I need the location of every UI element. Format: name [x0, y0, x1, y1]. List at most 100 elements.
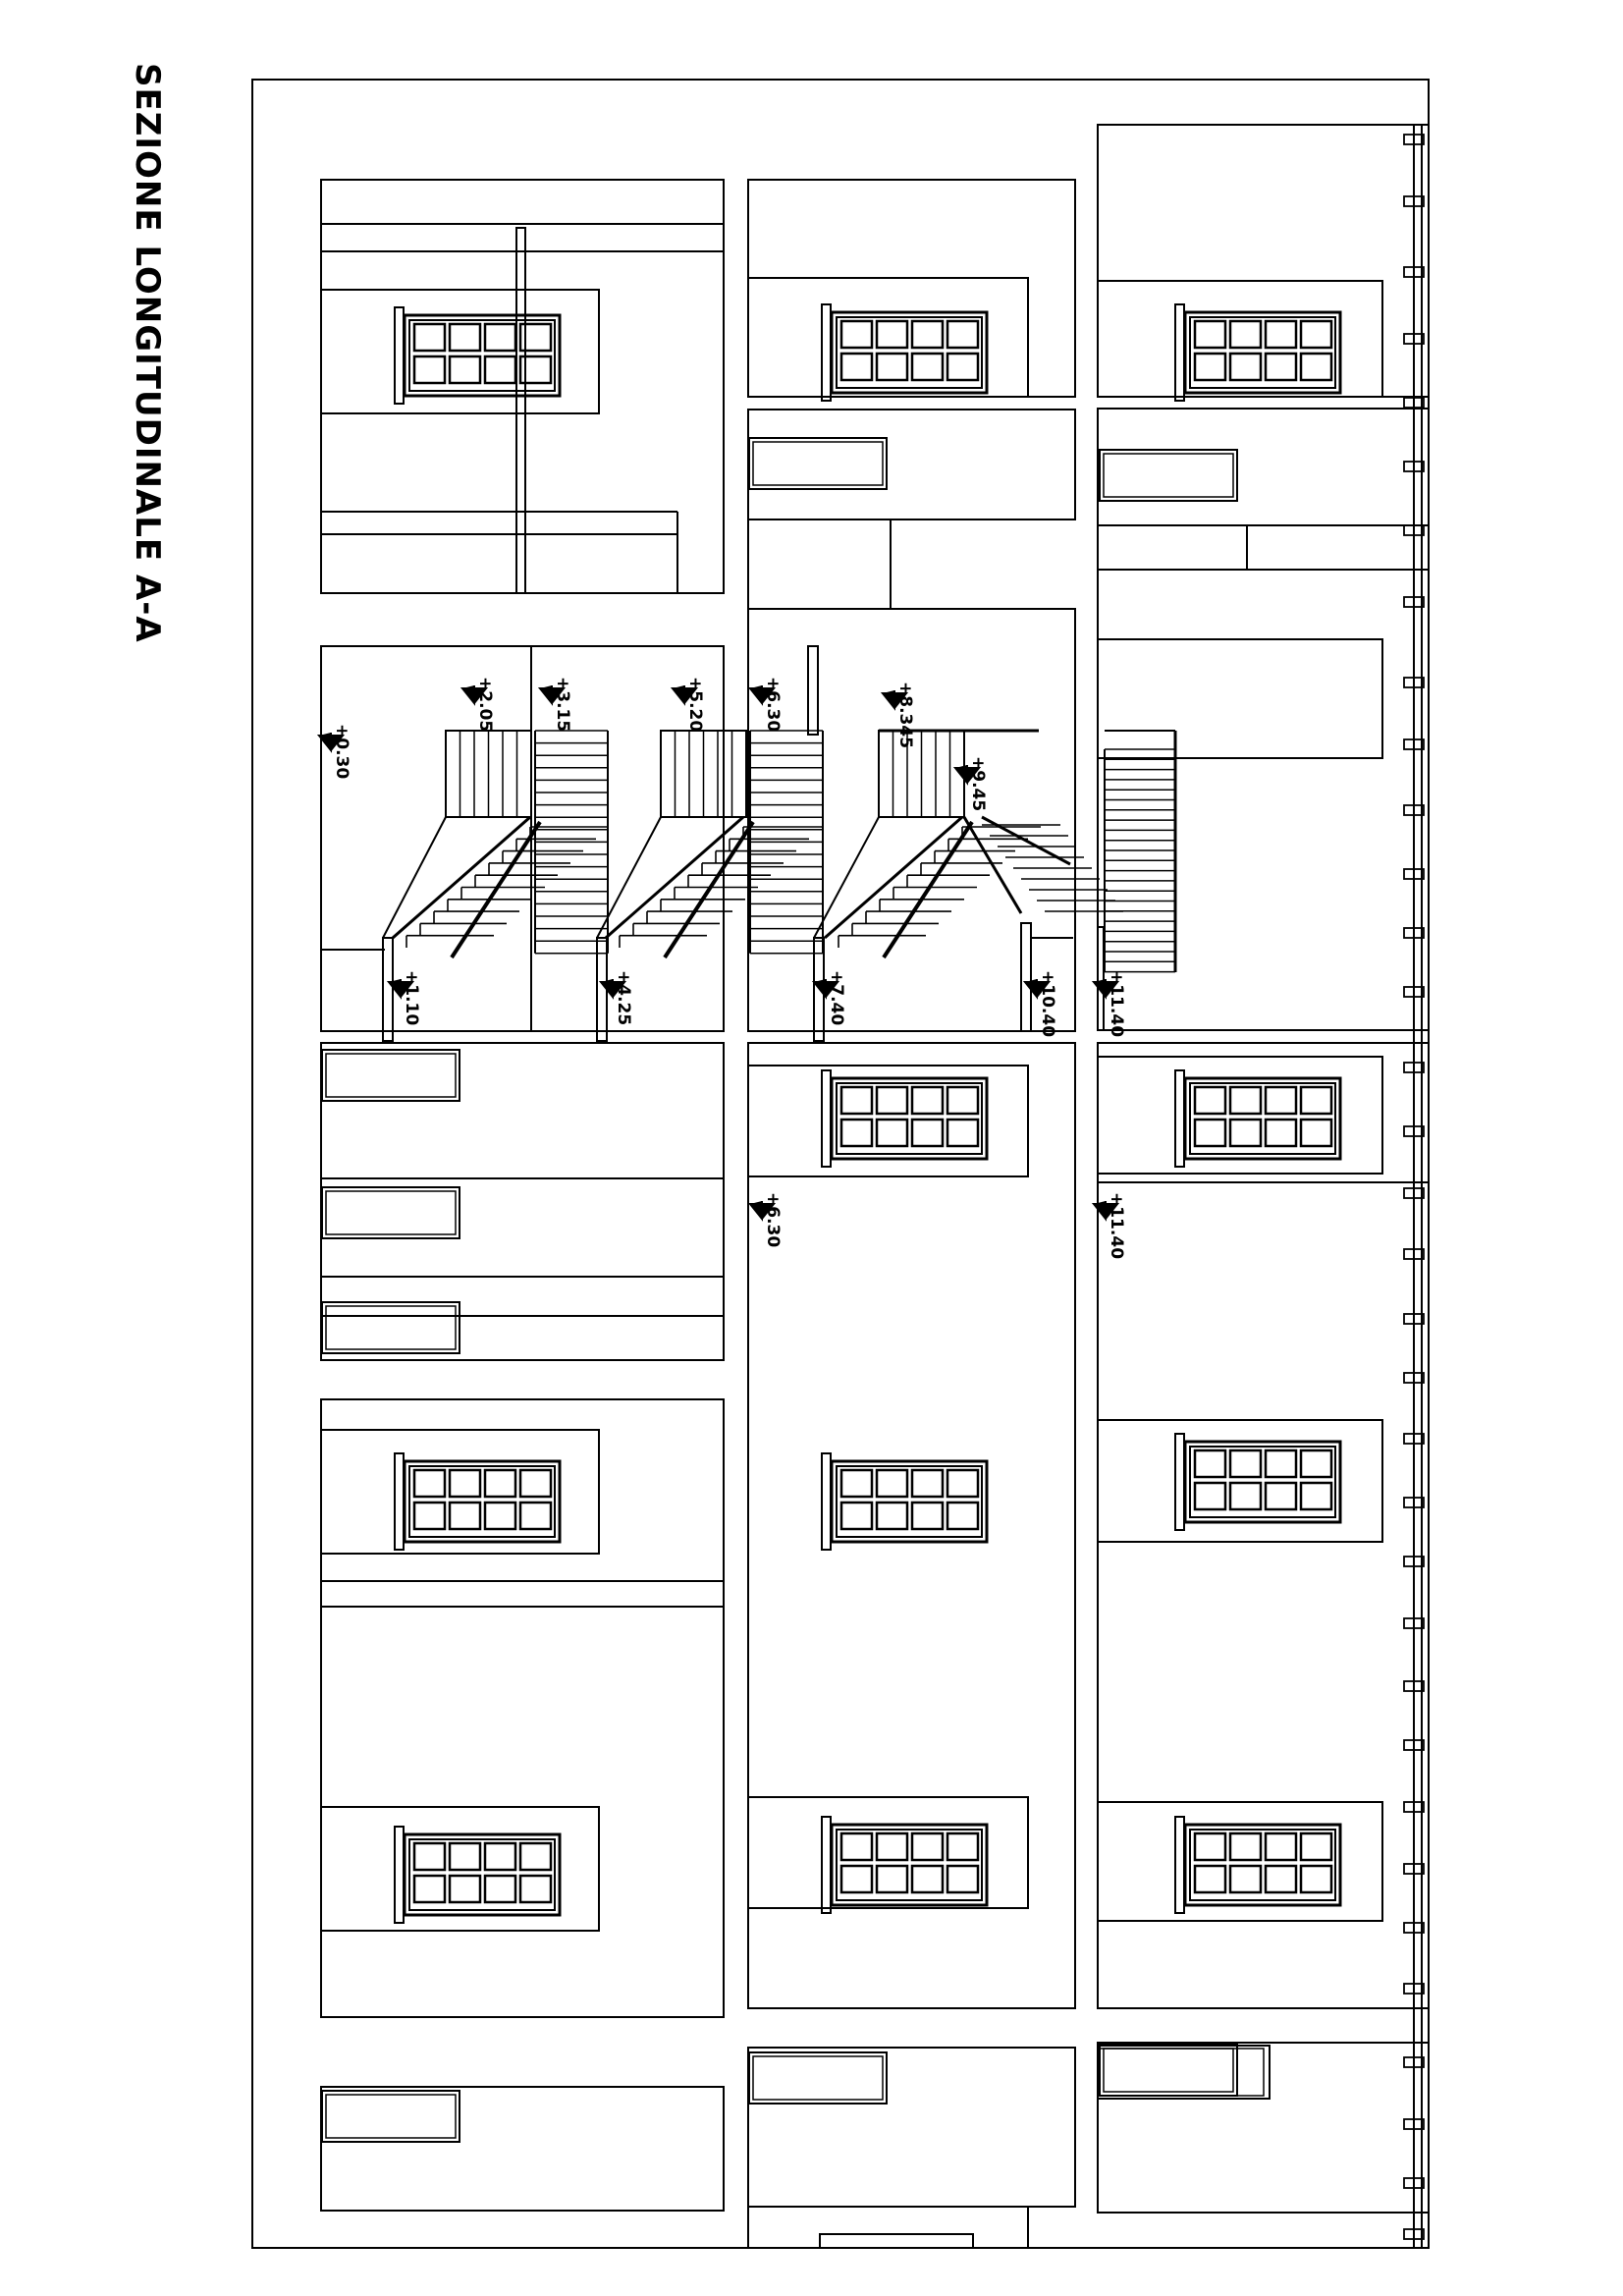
level-label: +6.30 [763, 1192, 783, 1247]
stair-landing [445, 730, 532, 818]
wall-bracket [1403, 1983, 1425, 1995]
stair-stringer [382, 816, 447, 939]
windows [394, 303, 1342, 1924]
wall-niche [321, 2090, 460, 2143]
level-marker: +5.20 [670, 677, 705, 732]
level-marker: +6.30 [747, 677, 783, 732]
stair-flight [534, 730, 609, 955]
wall-bracket [1403, 1497, 1425, 1508]
wall-bracket [1403, 461, 1425, 472]
wall-bracket [1403, 1248, 1425, 1260]
wall-bracket [1403, 804, 1425, 816]
window [1174, 1433, 1342, 1531]
stair-stringer [596, 816, 662, 939]
level-marker: +6.30 [747, 1192, 783, 1247]
wall-bracket [1403, 1922, 1425, 1934]
outer-frame [251, 79, 1430, 2249]
level-label: +4.25 [614, 970, 633, 1025]
stair-diagonal [824, 815, 1041, 959]
wall-bracket [1403, 1863, 1425, 1875]
wall-bracket [1403, 738, 1425, 750]
level-marker: +11.40 [1091, 970, 1126, 1037]
wall-bracket [1403, 1187, 1425, 1199]
stair-landing [660, 730, 747, 818]
level-marker: +10.40 [1022, 970, 1057, 1037]
wall-bracket [1403, 333, 1425, 345]
wall-bracket [1403, 397, 1425, 409]
level-label: +11.40 [1107, 970, 1126, 1037]
column-2 [747, 179, 1076, 2249]
wall-bracket [1403, 927, 1425, 939]
wall-bracket [1403, 1062, 1425, 1073]
level-marker: +9.45 [952, 756, 988, 811]
stair-diagonal [605, 815, 822, 959]
wall-niche [748, 2051, 888, 2105]
wall-bracket [1403, 2228, 1425, 2240]
level-marker: +11.40 [1091, 1192, 1126, 1259]
window [1174, 303, 1342, 402]
level-marker: +0.30 [316, 724, 352, 779]
wall-bracket [1403, 195, 1425, 207]
level-markers: +0.30 +2.05 +3.15 +1.10 +5.20 +6.30 +4.2… [316, 677, 1126, 1259]
level-label: +8.345 [895, 682, 915, 748]
stair-flight [1104, 748, 1176, 973]
level-marker: +4.25 [598, 970, 633, 1025]
stairs [382, 645, 1177, 1042]
wall-bracket [1403, 1313, 1425, 1325]
level-marker: +3.15 [537, 677, 572, 732]
column-1 [320, 179, 725, 2212]
wall-niche [1099, 2044, 1238, 2097]
wall-bracket [1403, 1125, 1425, 1137]
wall-niche [321, 1186, 460, 1239]
window [394, 306, 562, 405]
stair-diagonal [962, 815, 1123, 914]
stair-post [807, 645, 819, 736]
wall-niche [321, 1049, 460, 1102]
wall-bracket [1403, 1556, 1425, 1567]
window [394, 1826, 562, 1924]
column-3 [1097, 124, 1430, 2248]
window [394, 1452, 562, 1551]
wall-bracket [1403, 677, 1425, 688]
level-label: +5.20 [685, 677, 705, 732]
window [821, 1452, 989, 1551]
wall-brackets [1403, 134, 1425, 2240]
window [1174, 1816, 1342, 1914]
level-label: +0.30 [332, 724, 352, 779]
stair-diagonal [392, 815, 609, 959]
wall-niche [1099, 449, 1238, 502]
wall-bracket [1403, 1433, 1425, 1445]
wall-bracket [1403, 2177, 1425, 2189]
wall-bracket [1403, 2056, 1425, 2068]
level-label: +2.05 [475, 677, 495, 732]
window [1174, 1069, 1342, 1168]
wall-bracket [1403, 134, 1425, 145]
level-marker: +8.345 [880, 682, 915, 748]
level-label: +11.40 [1107, 1192, 1126, 1259]
stair-post [1097, 926, 1105, 1031]
stair-landing [878, 730, 965, 818]
wall-bracket [1403, 1739, 1425, 1751]
wall-bracket [1403, 868, 1425, 880]
stair-post [1020, 922, 1032, 1032]
level-marker: +1.10 [386, 970, 421, 1025]
window [821, 1069, 989, 1168]
stair-flight [749, 730, 824, 955]
stair-stringer [813, 816, 880, 939]
level-label: +7.40 [827, 970, 846, 1025]
niches [321, 437, 1238, 2143]
level-label: +10.40 [1038, 970, 1057, 1037]
level-label: +6.30 [763, 677, 783, 732]
wall-bracket [1403, 524, 1425, 536]
level-label: +9.45 [968, 756, 988, 811]
wall-bracket [1403, 1680, 1425, 1692]
wall-bracket [1403, 266, 1425, 278]
wall-bracket [1403, 1617, 1425, 1629]
level-marker: +7.40 [811, 970, 846, 1025]
wall-bracket [1403, 1801, 1425, 1813]
wall-bracket [1403, 986, 1425, 998]
wall-bracket [1403, 2118, 1425, 2130]
window [821, 1816, 989, 1914]
window [821, 303, 989, 402]
